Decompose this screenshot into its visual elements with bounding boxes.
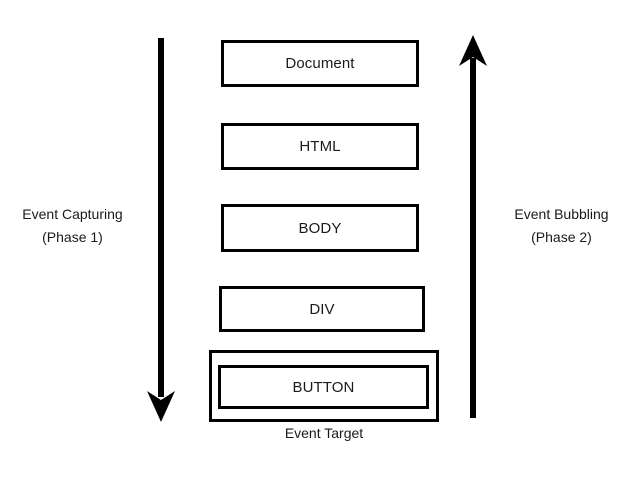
label-event-capturing: Event Capturing (Phase 1) — [0, 203, 145, 249]
node-label-html: HTML — [299, 138, 341, 155]
node-label-document: Document — [285, 55, 355, 72]
node-label-div: DIV — [309, 300, 335, 318]
label-event-bubbling-name: Event Bubbling — [514, 206, 609, 222]
label-event-bubbling: Event Bubbling (Phase 2) — [483, 203, 640, 249]
label-event-capturing-phase: (Phase 1) — [42, 229, 103, 245]
label-event-capturing-name: Event Capturing — [22, 206, 123, 222]
arrow-down-icon — [147, 38, 175, 422]
arrow-up-icon — [459, 35, 487, 418]
node-box-div[interactable]: DIV — [219, 286, 425, 332]
node-box-html[interactable]: HTML — [221, 123, 419, 170]
node-box-button[interactable]: BUTTON — [218, 365, 429, 409]
node-box-document[interactable]: Document — [221, 40, 419, 87]
label-event-bubbling-phase: (Phase 2) — [531, 229, 592, 245]
node-label-body: BODY — [298, 219, 342, 237]
node-box-body[interactable]: BODY — [221, 204, 419, 252]
node-label-button: BUTTON — [292, 378, 355, 396]
event-target-caption: Event Target — [284, 425, 364, 441]
